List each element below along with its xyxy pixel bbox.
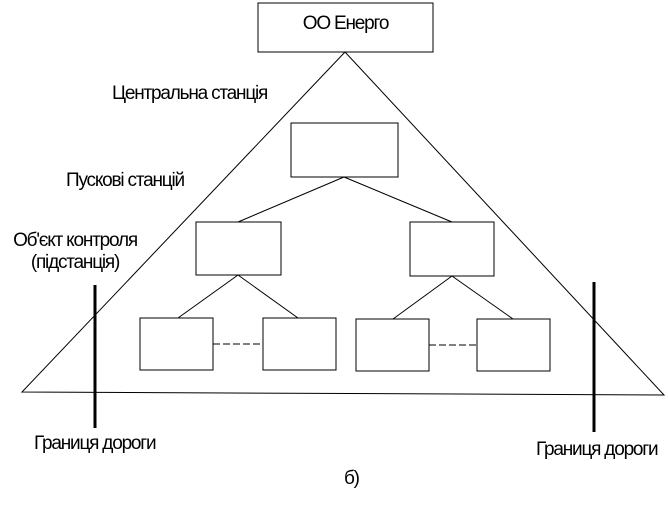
start-station-box-left: [195, 221, 282, 276]
connector-right-b: [451, 275, 514, 320]
start-stations-label: Пускові станцій: [66, 170, 185, 191]
boundary-right-label: Границя дороги: [536, 439, 659, 460]
connector-left-b: [237, 274, 299, 319]
connector-left-a: [177, 274, 239, 319]
network-triangle: [20, 51, 666, 396]
central-station-box: [290, 122, 399, 178]
control-object-box-2: [262, 317, 337, 371]
connector-central-right: [343, 176, 453, 223]
control-object-box-3: [355, 318, 430, 372]
top-box: [257, 2, 434, 53]
top-box-label: ОО Енерго: [302, 13, 390, 34]
control-object-label-line2: (підстанція): [30, 251, 120, 273]
connector-right-a: [392, 275, 453, 320]
control-object-box-4: [476, 318, 551, 372]
figure-caption: б): [344, 468, 360, 489]
boundary-left-label: Границя дороги: [34, 433, 157, 454]
start-station-box-right: [409, 221, 495, 277]
connector-central-left: [237, 176, 345, 223]
control-object-label-line1: Об'єкт контроля: [13, 230, 138, 251]
central-station-label: Центральна станція: [112, 83, 268, 104]
control-object-box-1: [139, 317, 214, 371]
control-object-label: Об'єкт контроля (підстанція): [0, 230, 150, 274]
